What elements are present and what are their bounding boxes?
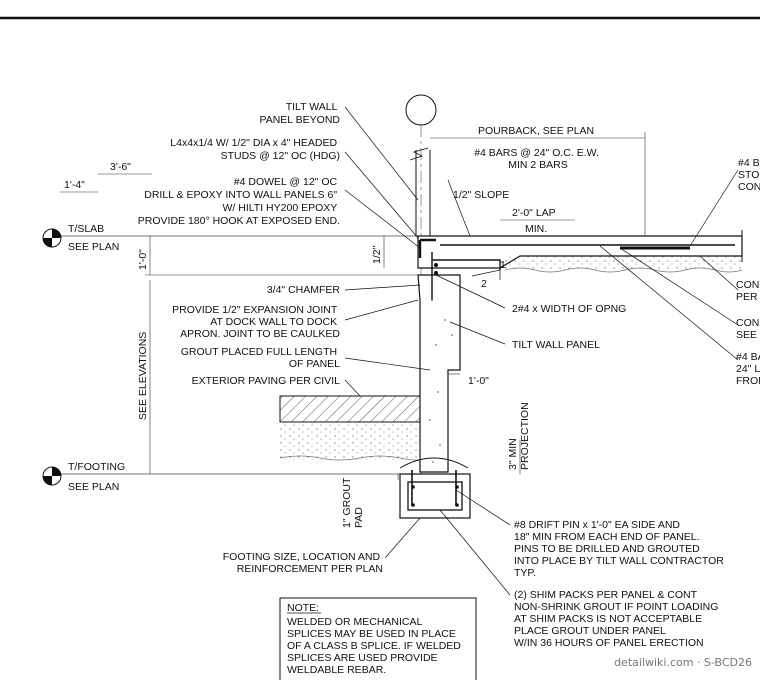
bar-dot — [434, 271, 438, 275]
label-tslab: T/SLAB — [68, 223, 104, 235]
label-tfooting: T/FOOTING — [68, 461, 125, 473]
label-slope: 1/2" SLOPE — [453, 189, 509, 201]
slope-num: 1 — [500, 259, 506, 271]
footing-bars — [411, 485, 459, 507]
label-see-elevations: SEE ELEVATIONS — [137, 332, 149, 420]
annotations: TILT WALL PANEL BEYOND L4x4x1/4 W/ 1/2" … — [64, 101, 760, 676]
label-footing-size: FOOTING SIZE, LOCATION AND REINFORCEMENT… — [223, 551, 383, 575]
label-expansion: PROVIDE 1/2" EXPANSION JOINT AT DOCK WAL… — [172, 304, 340, 340]
break-line — [409, 147, 429, 161]
note-box — [279, 597, 477, 680]
note-body: WELDED OR MECHANICAL SPLICES MAY BE USED… — [287, 616, 464, 676]
label-see-plan-bottom: SEE PLAN — [68, 481, 119, 493]
leader-lines — [344, 106, 739, 596]
label-angle: L4x4x1/4 W/ 1/2" DIA x 4" HEADED STUDS @… — [170, 137, 340, 162]
label-min-projection: 3" MIN PROJECTION — [507, 402, 531, 470]
bar-dot — [434, 263, 438, 267]
grid-bubble — [405, 94, 437, 126]
footing-stirrup — [407, 481, 463, 511]
label-dowel: #4 DOWEL @ 12" OC DRILL & EPOXY INTO WAL… — [138, 176, 340, 227]
label-pourback: POURBACK, SEE PLAN — [478, 125, 594, 137]
dim-half-vert: 1/2" — [371, 245, 383, 264]
label-min: MIN. — [525, 223, 547, 235]
label-grout-full: GROUT PLACED FULL LENGTH OF PANEL — [181, 346, 340, 370]
dim-1-4: 1'-4" — [64, 179, 85, 191]
label-right-1: #4 B STO CON — [738, 157, 760, 193]
label-tilt-panel: TILT WALL PANEL — [512, 339, 600, 351]
dowel-bar — [431, 252, 501, 300]
footing — [399, 473, 471, 519]
label-see-plan-top: SEE PLAN — [68, 241, 119, 253]
label-bars4: #4 BARS @ 24" O.C. E.W. MIN 2 BARS — [474, 147, 602, 171]
label-chamfer: 3/4" CHAMFER — [267, 284, 341, 296]
watermark: detailwiki.com · S-BCD26 — [614, 656, 752, 669]
label-shim-packs: (2) SHIM PACKS PER PANEL & CONT NON-SHRI… — [514, 589, 721, 649]
note-title: NOTE: — [287, 602, 319, 614]
slope-den: 2 — [481, 278, 487, 290]
label-ext-paving: EXTERIOR PAVING PER CIVIL — [192, 375, 341, 387]
steel-angle — [418, 238, 436, 258]
exterior-subgrade — [280, 422, 420, 460]
tslab-target-icon — [42, 228, 62, 248]
exterior-paving — [279, 395, 421, 423]
slope-triangle — [471, 269, 501, 280]
label-tilt-wall-beyond: TILT WALL PANEL BEYOND — [259, 101, 340, 126]
tilt-wall-panel — [417, 274, 461, 473]
label-width-opng: 2#4 x WIDTH OF OPNG — [512, 303, 626, 315]
label-lap: 2'-0" LAP — [512, 207, 556, 219]
label-drift-pin: #8 DRIFT PIN x 1'-0" EA SIDE AND 18" MIN… — [514, 519, 727, 579]
dim-1-0: 1'-0" — [468, 375, 489, 387]
tfooting-target-icon — [42, 466, 62, 486]
footing-outline — [399, 457, 469, 469]
panel-aggregate — [429, 299, 453, 463]
label-grout-pad: 1" GROUT PAD — [341, 475, 365, 528]
label-right-4: #4 BA 24" L FROM — [736, 351, 760, 387]
dimension-lines — [60, 132, 646, 480]
subgrade — [505, 256, 742, 270]
dim-1-0-vert: 1'-0" — [137, 249, 149, 270]
wall-beyond — [415, 150, 431, 236]
dim-3-6: 3'-6" — [110, 161, 131, 173]
